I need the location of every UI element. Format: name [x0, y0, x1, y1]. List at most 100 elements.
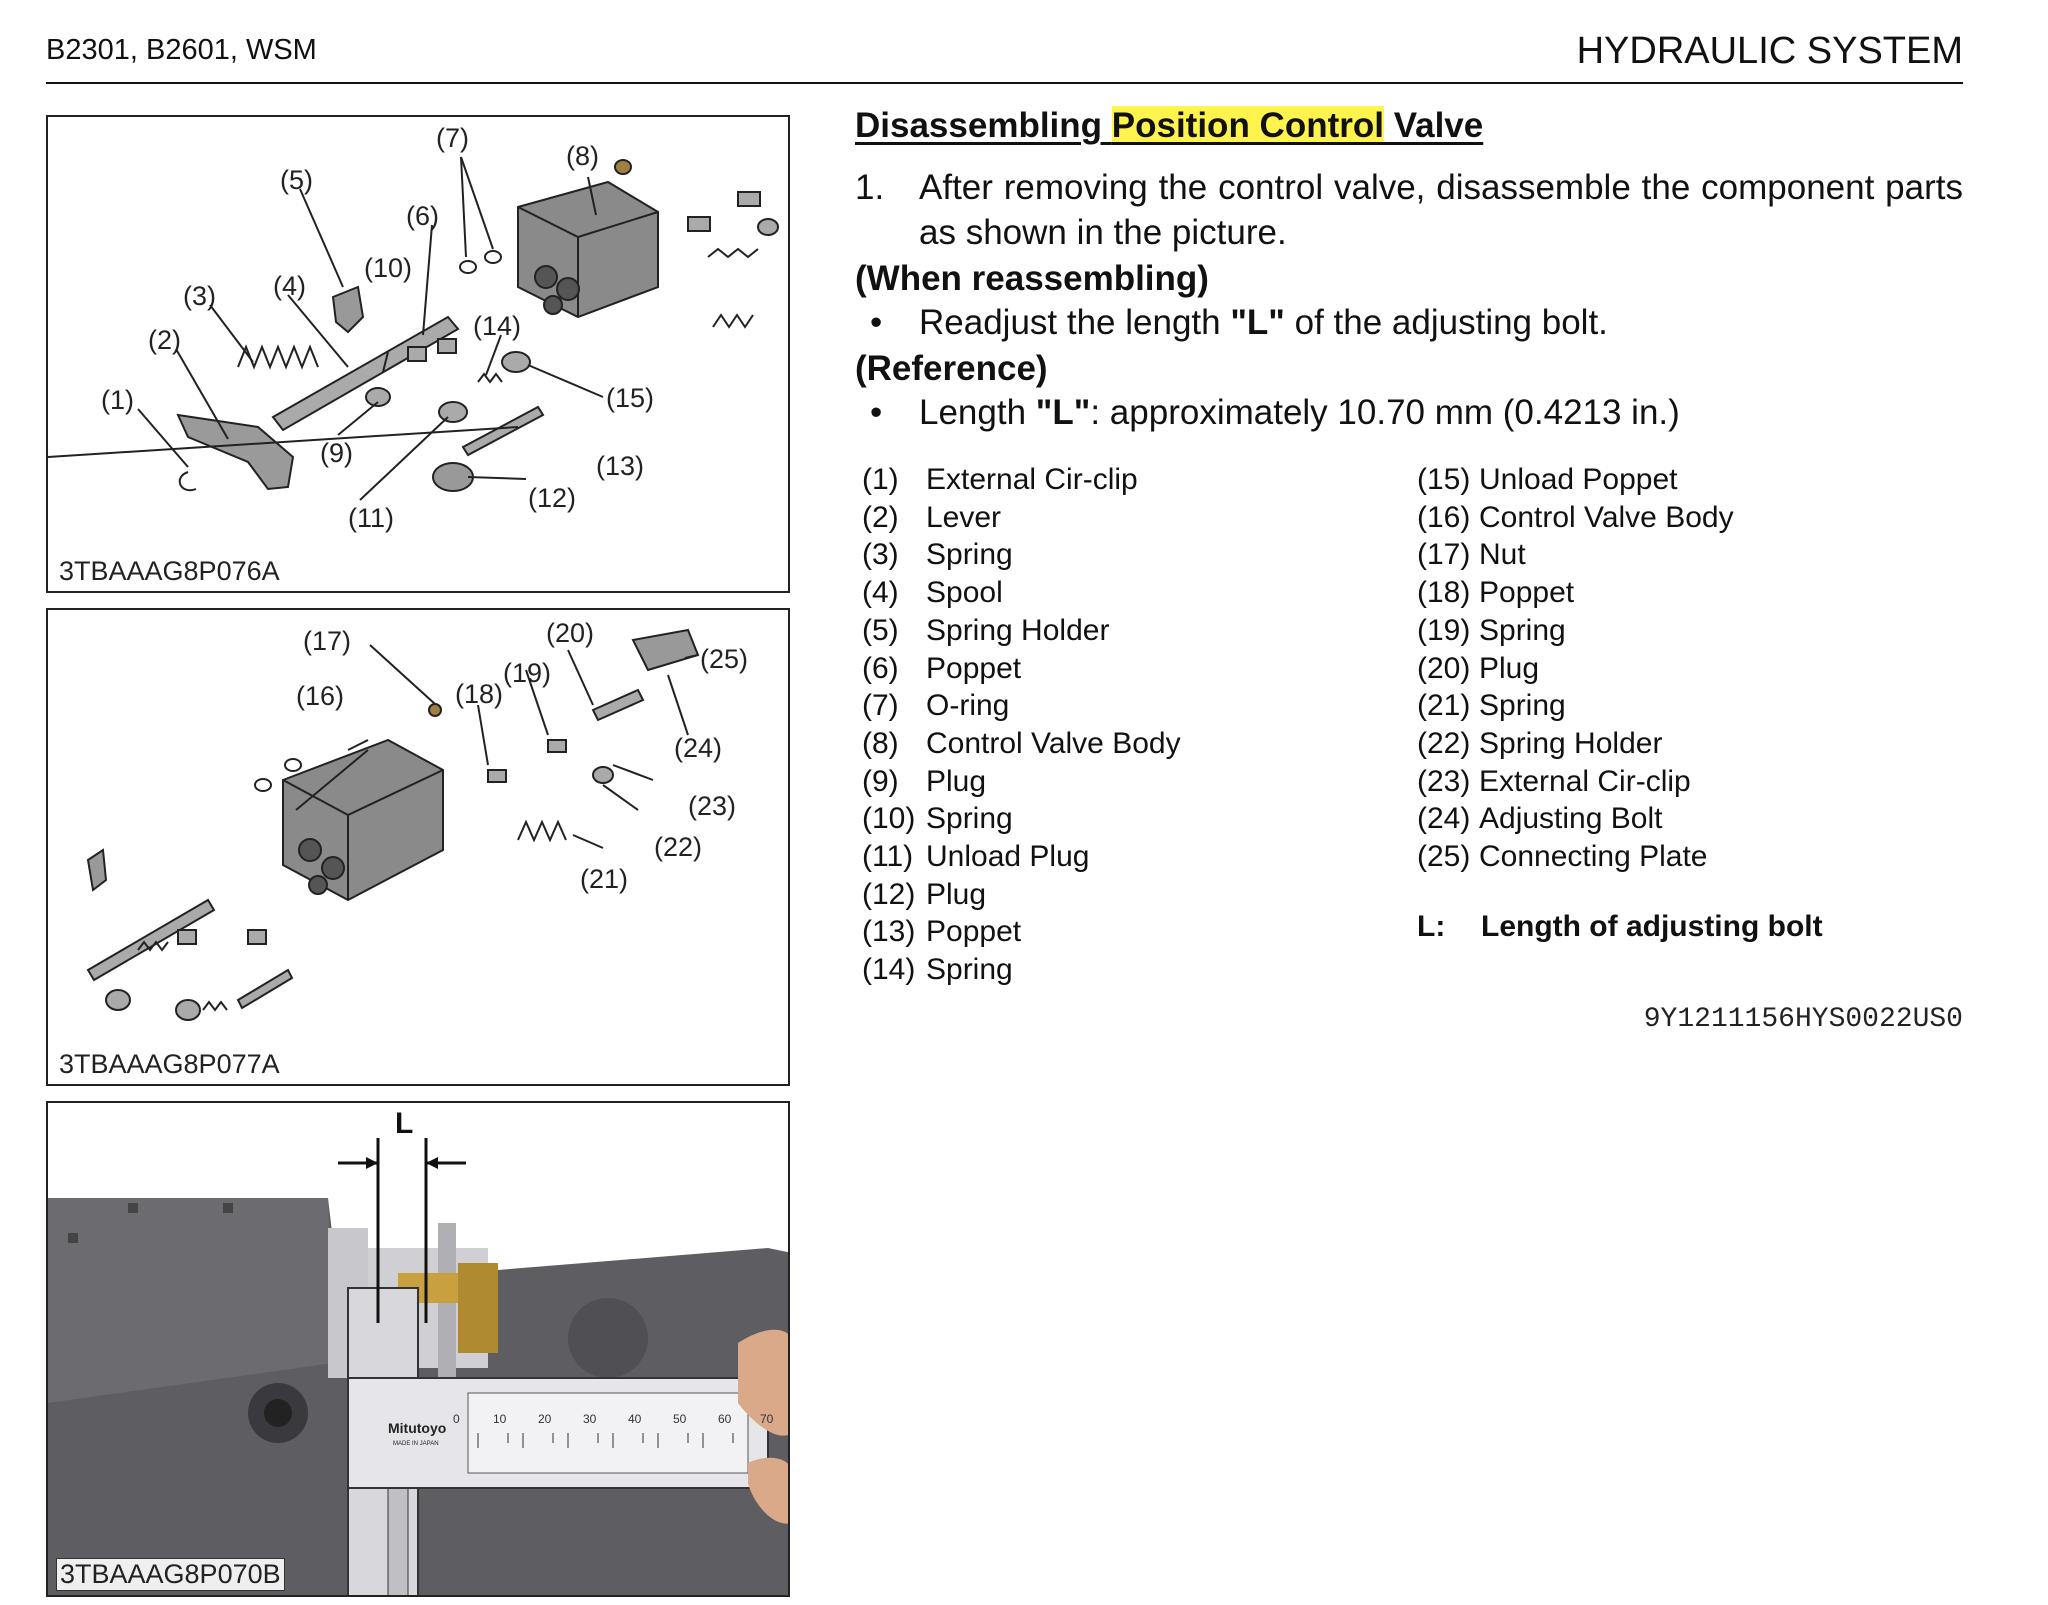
part-name: Plug — [926, 764, 987, 798]
part-name: Spring — [926, 953, 1013, 987]
figure-3-drawing: L Mitutoyo MADE IN JAPAN 0 10 20 30 40 5… — [48, 1103, 788, 1595]
part-number: (14) — [862, 953, 916, 987]
part-name: Control Valve Body — [1479, 500, 1734, 534]
callout-13: (13) — [596, 451, 644, 481]
callout-10: (10) — [364, 253, 412, 283]
header-section-title: HYDRAULIC SYSTEM — [1576, 30, 1963, 72]
part-item: (25)Connecting Plate — [1417, 838, 1734, 876]
scale-number: 70 — [760, 1412, 774, 1426]
part-item: (9) Plug — [862, 763, 1181, 801]
callout-19: (19) — [503, 658, 551, 688]
callout-5: (5) — [280, 165, 313, 195]
caliper-made-in: MADE IN JAPAN — [393, 1441, 439, 1447]
callout-4: (4) — [273, 271, 306, 301]
part-number: (6) — [862, 651, 899, 685]
part-name: Plug — [1479, 651, 1540, 685]
part-number: (21) — [1417, 689, 1471, 723]
part-name: Nut — [1479, 538, 1526, 572]
reference-bullet: •Length "L": approximately 10.70 mm (0.4… — [870, 393, 1680, 433]
part-item: (3)Spring — [862, 536, 1181, 574]
part-item: (12) Plug — [862, 876, 1181, 914]
callout-7: (7) — [436, 123, 469, 153]
part-item: (21)Spring — [1417, 687, 1734, 725]
scale-number: 0 — [453, 1412, 460, 1426]
part-item: (22)Spring Holder — [1417, 725, 1734, 763]
part-item: (2) Lever — [862, 499, 1181, 537]
step-text: After removing the control valve, disass… — [919, 168, 1963, 252]
callout-20: (20) — [546, 618, 594, 648]
figure-2-drawing: (17) (16) (18) (19) (20) (21) (22) (23) … — [86, 618, 748, 1021]
callout-8: (8) — [566, 141, 599, 171]
callout-22: (22) — [654, 832, 702, 862]
scale-number: 30 — [583, 1412, 597, 1426]
part-name: Control Valve Body — [926, 726, 1181, 760]
part-number: (16) — [1417, 500, 1471, 534]
figure-exploded-view-2: (17) (16) (18) (19) (20) (21) (22) (23) … — [46, 608, 790, 1086]
title-pre: Disassembling — [855, 106, 1112, 145]
part-item: (4)Spool — [862, 574, 1181, 612]
part-number: (19) — [1417, 613, 1471, 647]
callout-23: (23) — [688, 791, 736, 821]
callout-18: (18) — [455, 679, 503, 709]
legend-L: L:Length of adjusting bolt — [1417, 910, 1823, 944]
part-name: Spring Holder — [1479, 726, 1663, 760]
header-rule — [46, 82, 1963, 84]
part-item: (13) Poppet — [862, 913, 1181, 951]
step-number: 1. — [855, 168, 885, 207]
part-number: (20) — [1417, 651, 1471, 685]
bullet-dot: • — [870, 303, 883, 342]
part-item: (19)Spring — [1417, 612, 1734, 650]
callout-6: (6) — [406, 201, 439, 231]
part-number: (12) — [862, 877, 916, 911]
figure-1-drawing: (1) (2) (3) (4) (5) (6) (7) (8) (9) (10)… — [48, 123, 779, 533]
title-highlight: Position Control — [1111, 106, 1384, 145]
part-name: Lever — [926, 500, 1002, 534]
scale-number: 40 — [628, 1412, 642, 1426]
reassemble-bullet: •Readjust the length "L" of the adjustin… — [870, 303, 1608, 343]
part-name: Plug — [926, 877, 987, 911]
callout-25: (25) — [700, 644, 748, 674]
part-item: (23)External Cir-clip — [1417, 763, 1734, 801]
reassemble-bullet-post: of the adjusting bolt. — [1284, 303, 1608, 342]
figure-exploded-view-1: (1) (2) (3) (4) (5) (6) (7) (8) (9) (10)… — [46, 115, 790, 593]
document-id: 9Y1211156HYS0022US0 — [1643, 1004, 1963, 1035]
parts-list-col1: (1)External Cir-clip(2)Lever(3)Spring(4)… — [862, 461, 1181, 989]
scale-number: 10 — [493, 1412, 507, 1426]
part-number: (2) — [862, 500, 899, 534]
part-name: Poppet — [926, 915, 1022, 949]
part-item: (24)Adjusting Bolt — [1417, 800, 1734, 838]
part-number: (3) — [862, 538, 899, 572]
part-name: External Cir-clip — [1479, 764, 1691, 798]
callout-15: (15) — [606, 383, 654, 413]
part-number: (22) — [1417, 726, 1471, 760]
part-item: (1)External Cir-clip — [862, 461, 1181, 499]
callout-2: (2) — [148, 325, 181, 355]
parts-list-col2: (15)Unload Poppet(16)Control Valve Body(… — [1417, 461, 1734, 876]
step-1: 1. After removing the control valve, dis… — [855, 165, 1963, 255]
figure-1-code: 3TBAAAG8P076A — [56, 556, 283, 587]
part-name: O-ring — [926, 689, 1010, 723]
part-name: Spool — [926, 576, 1003, 610]
part-item: (7)O-ring — [862, 687, 1181, 725]
callout-1: (1) — [101, 385, 134, 415]
part-number: (13) — [862, 915, 916, 949]
scale-number: 20 — [538, 1412, 552, 1426]
bullet-dot: • — [870, 393, 883, 432]
part-name: Poppet — [1479, 576, 1575, 610]
callout-9: (9) — [320, 438, 353, 468]
part-item: (11) Unload Plug — [862, 838, 1181, 876]
figure-caliper-photo: L Mitutoyo MADE IN JAPAN 0 10 20 30 40 5… — [46, 1101, 790, 1597]
header-models: B2301, B2601, WSM — [46, 34, 317, 66]
part-name: Connecting Plate — [1479, 840, 1708, 874]
part-number: (23) — [1417, 764, 1471, 798]
reassemble-bullet-pre: Readjust the length — [919, 303, 1231, 342]
callout-12: (12) — [528, 483, 576, 513]
scale-number: 60 — [718, 1412, 732, 1426]
part-number: (11) — [862, 840, 914, 874]
part-number: (15) — [1417, 463, 1471, 496]
part-number: (9) — [862, 764, 899, 798]
part-item: (20)Plug — [1417, 650, 1734, 688]
legend-text: Length of adjusting bolt — [1481, 910, 1823, 943]
part-number: (8) — [862, 726, 899, 760]
part-name: Unload Plug — [926, 840, 1090, 874]
